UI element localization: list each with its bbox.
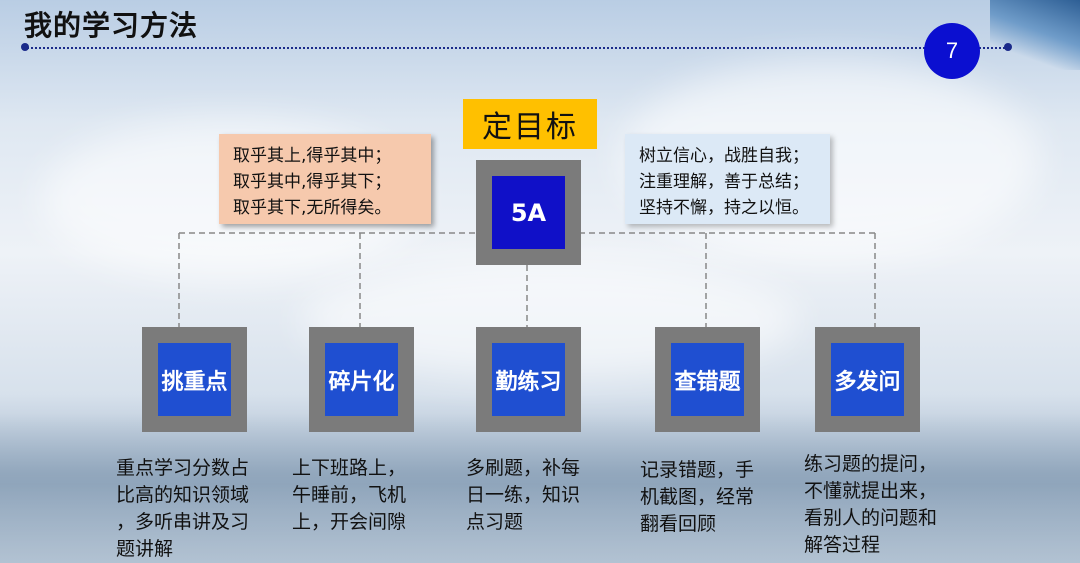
divider-dot-left <box>21 43 29 51</box>
quote-line: 注重理解，善于总结； <box>639 172 809 192</box>
method-description-1: 重点学习分数占 比高的知识领域 ，多听串讲及习 题讲解 <box>116 455 249 563</box>
quote-line: 取乎其上,得乎其中； <box>233 146 392 166</box>
method-box-3: 勤练习 <box>492 343 565 416</box>
method-description-2: 上下班路上， 午睡前，飞机 上，开会间隙 <box>292 455 406 536</box>
method-box-2: 碎片化 <box>325 343 398 416</box>
title-divider <box>24 47 1009 49</box>
description-line: 比高的知识领域 <box>116 484 250 506</box>
background-corner-decoration <box>990 0 1080 70</box>
description-line: 日一练，知识 <box>466 484 581 506</box>
method-box-4: 查错题 <box>671 343 744 416</box>
quote-box-right: 树立信心，战胜自我； 注重理解，善于总结； 坚持不懈，持之以恒。 <box>625 134 830 224</box>
description-line: 记录错题，手 <box>640 459 755 481</box>
background-sea <box>0 413 1080 563</box>
description-line: 上，开会间隙 <box>292 511 407 533</box>
method-box-5: 多发问 <box>831 343 904 416</box>
description-line: 多刷题，补每 <box>466 457 581 479</box>
quote-box-left: 取乎其上,得乎其中； 取乎其中,得乎其下； 取乎其下,无所得矣。 <box>219 134 431 224</box>
method-box-1: 挑重点 <box>158 343 231 416</box>
description-line: 午睡前，飞机 <box>292 484 407 506</box>
description-line: 看别人的问题和 <box>804 507 938 529</box>
quote-line: 坚持不懈，持之以恒。 <box>639 198 809 218</box>
center-box-5a: 5A <box>492 176 565 249</box>
description-line: 重点学习分数占 <box>116 457 250 479</box>
quote-line: 取乎其中,得乎其下； <box>233 172 392 192</box>
quote-line: 树立信心，战胜自我； <box>639 146 809 166</box>
description-line: 不懂就提出来， <box>804 480 938 502</box>
description-line: 练习题的提问， <box>804 453 938 475</box>
method-description-3: 多刷题，补每 日一练，知识 点习题 <box>466 455 580 536</box>
quote-line: 取乎其下,无所得矣。 <box>233 198 392 218</box>
description-line: 上下班路上， <box>292 457 407 479</box>
description-line: ，多听串讲及习 <box>116 511 250 533</box>
description-line: 翻看回顾 <box>640 513 717 535</box>
method-description-5: 练习题的提问， 不懂就提出来， 看别人的问题和 解答过程 <box>804 451 937 559</box>
divider-dot-right <box>1004 43 1012 51</box>
description-line: 点习题 <box>466 511 524 533</box>
description-line: 题讲解 <box>116 538 174 560</box>
slide-title: 我的学习方法 <box>24 9 199 42</box>
description-line: 机截图，经常 <box>640 486 755 508</box>
goal-label: 定目标 <box>463 99 597 149</box>
description-line: 解答过程 <box>804 534 881 556</box>
method-description-4: 记录错题，手 机截图，经常 翻看回顾 <box>640 457 754 538</box>
page-number-badge: 7 <box>924 23 980 79</box>
